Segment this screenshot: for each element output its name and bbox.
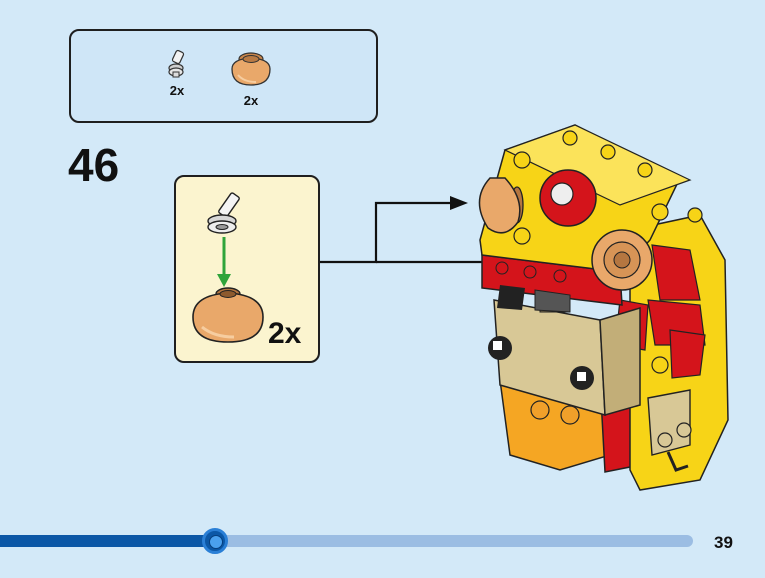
- page-number: 39: [714, 533, 733, 552]
- parts-list-box: 2x 2x: [69, 29, 378, 123]
- model-illustration: [320, 124, 729, 491]
- progress-knob: [202, 528, 228, 554]
- clip-piece-icon: [168, 49, 185, 78]
- arrow-head-upper-icon: [450, 196, 468, 210]
- progress-fill: [0, 535, 215, 547]
- step-number: 46: [68, 139, 120, 191]
- callout-quantity: 2x: [268, 317, 302, 350]
- dome-target-lower: [591, 229, 653, 291]
- parts-list-item-dome: 2x: [221, 49, 281, 108]
- subassembly-callout: 2x: [174, 175, 320, 363]
- assembly-arrow-icon: [217, 237, 231, 287]
- callout-clip-icon: [207, 192, 240, 234]
- dome-piece-icon: [231, 52, 271, 86]
- callout-dome-icon: [192, 287, 264, 343]
- parts-list-item-clip: 2x: [147, 49, 207, 98]
- parts-list-qty: 2x: [243, 93, 259, 108]
- subassembly-illustration: [192, 192, 264, 343]
- progress-bar: [0, 535, 693, 547]
- parts-list-qty: 2x: [169, 83, 185, 98]
- dome-target-upper: [478, 177, 524, 234]
